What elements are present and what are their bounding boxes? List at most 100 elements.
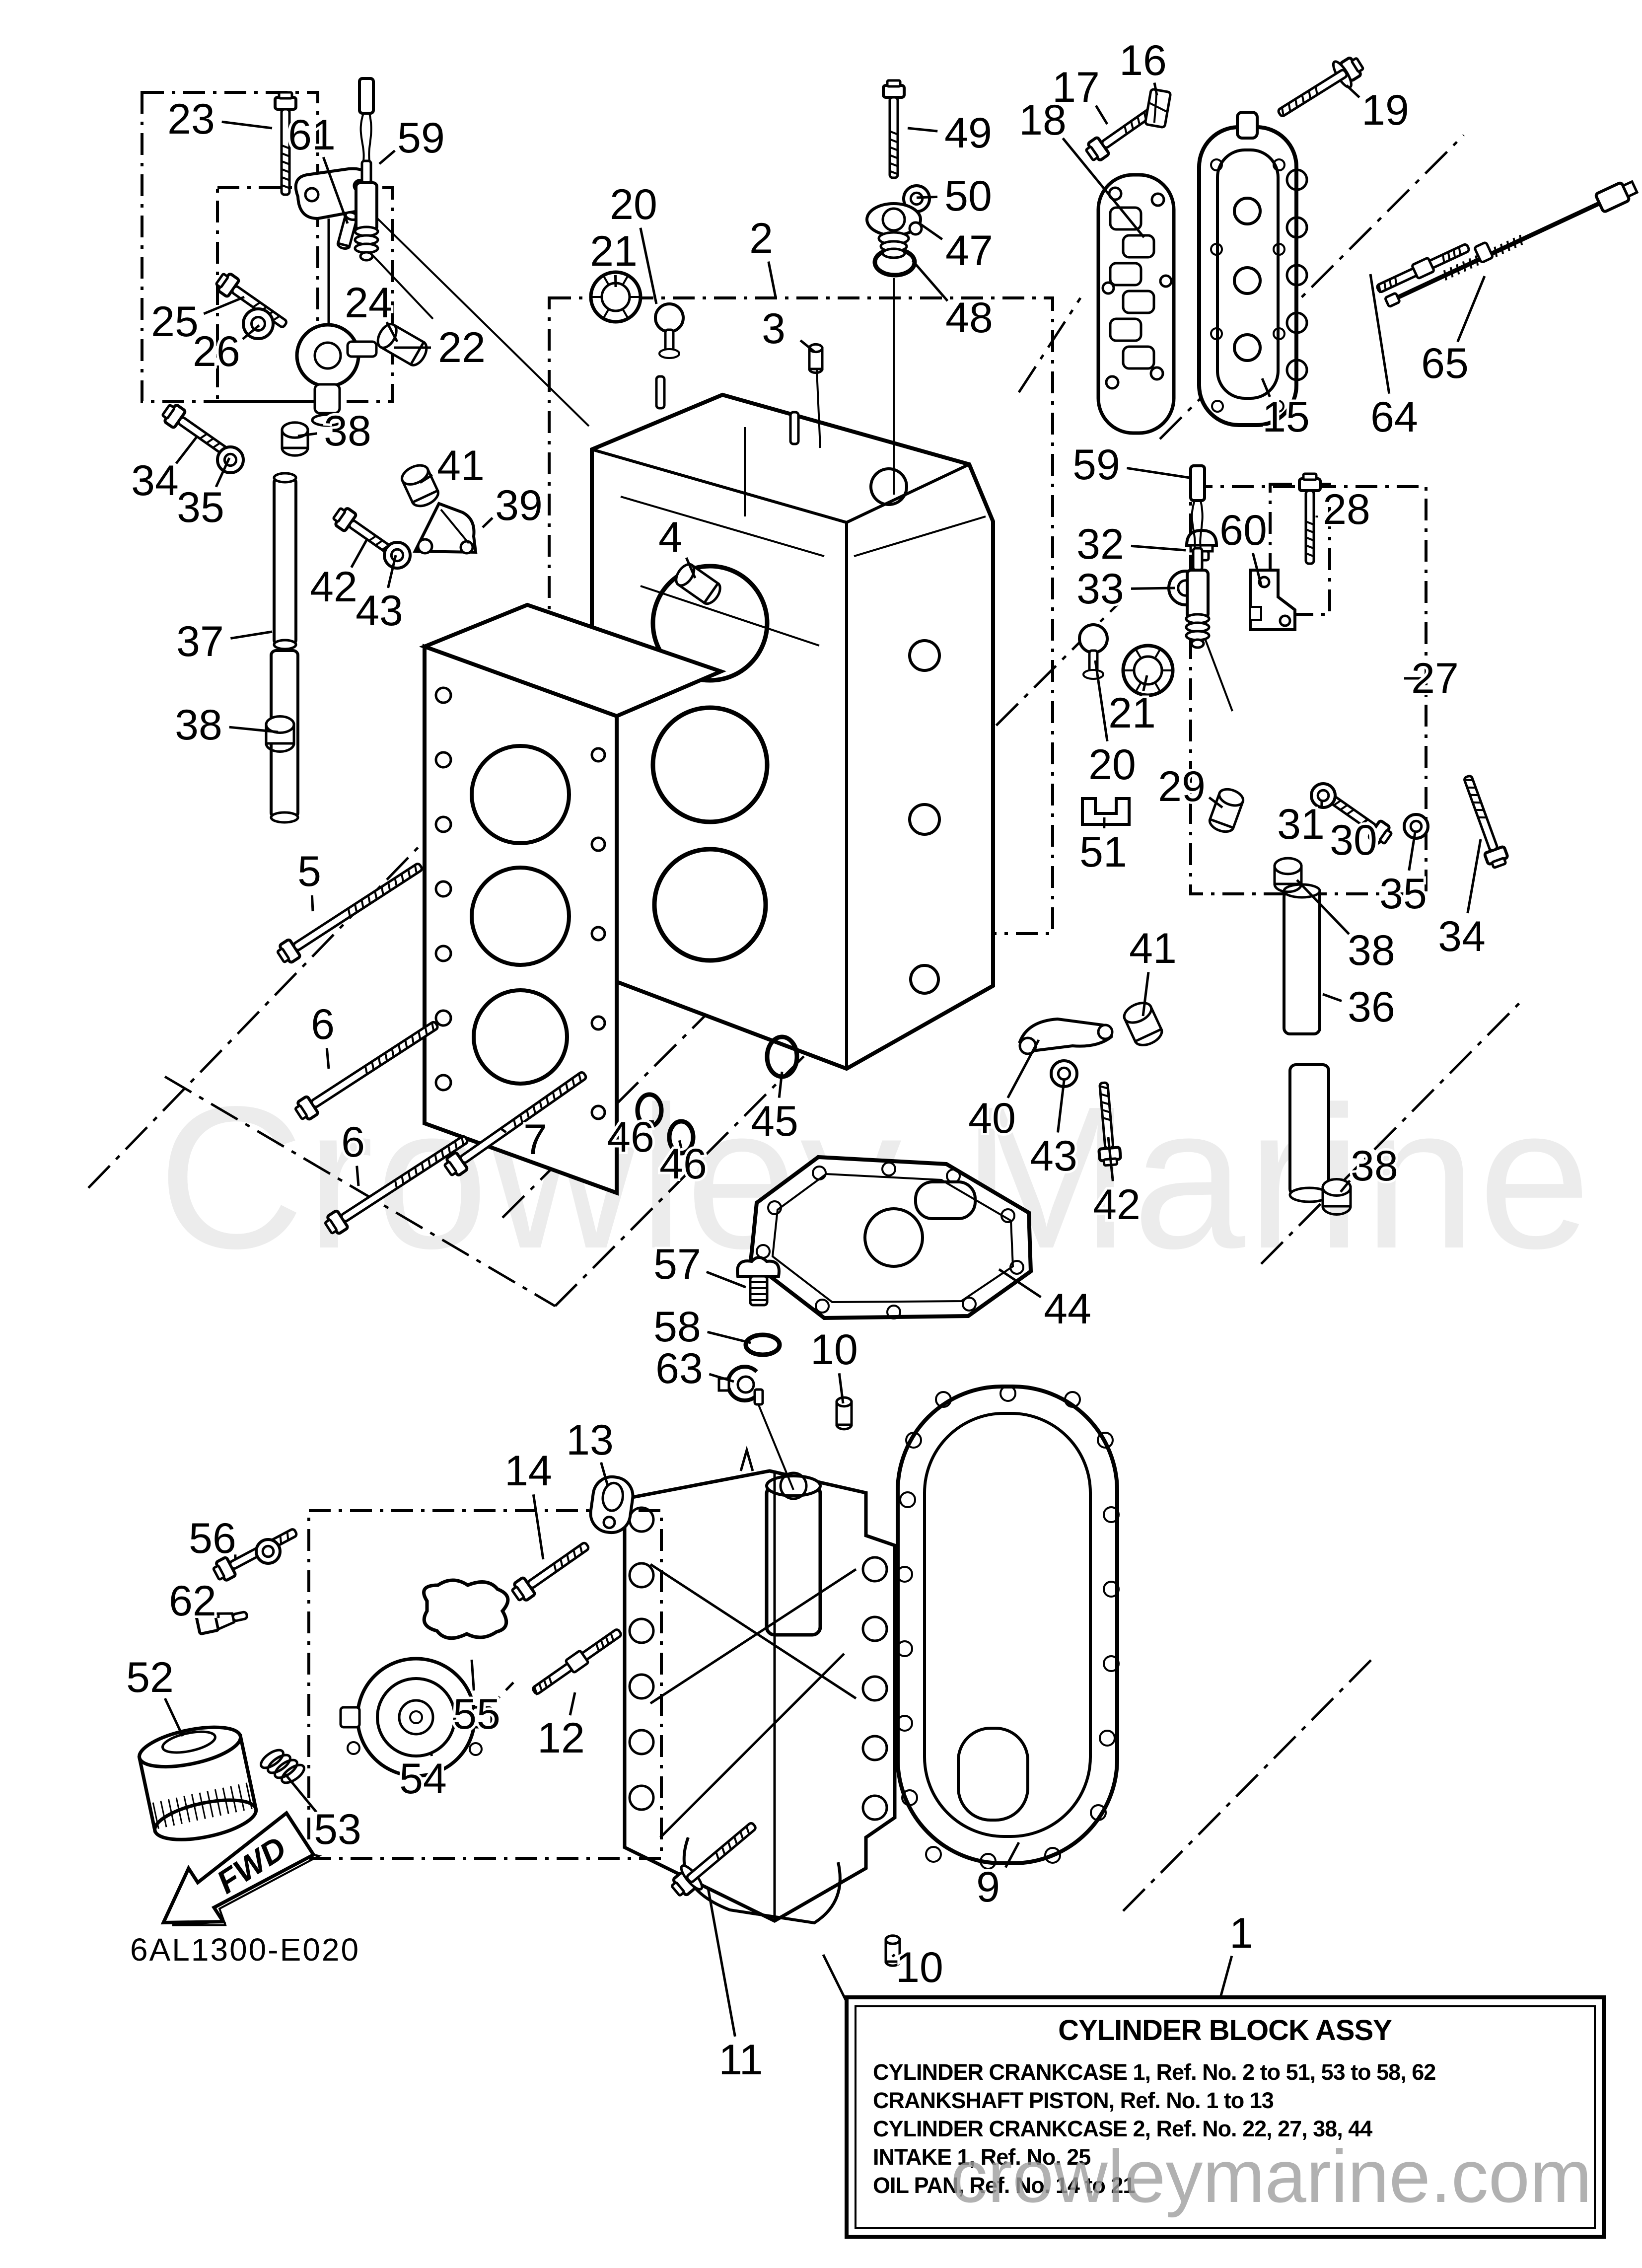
diagram-shape (212, 441, 221, 449)
callout-leader-42 (1107, 1137, 1114, 1181)
bolt-glyph (274, 91, 297, 196)
oil-seal-glyph (589, 270, 643, 324)
callout-leader-37 (230, 630, 273, 640)
callout-62-label: 62 (169, 1577, 216, 1625)
diagram-shape (440, 509, 470, 544)
diagram-shape (231, 1610, 248, 1622)
callout-46-label: 46 (659, 1140, 707, 1188)
part-line (754, 1395, 794, 1490)
part-outline (1097, 1432, 1114, 1449)
diagram-shape (1154, 650, 1161, 658)
callout-51-label: 51 (1079, 828, 1127, 876)
callout-leader-38 (229, 726, 279, 733)
diagram-shape (367, 894, 371, 905)
diagram-shape (1218, 788, 1245, 807)
part-line (649, 1568, 857, 1705)
washer-glyph (216, 445, 245, 474)
diagram-shape (1208, 818, 1235, 833)
washer-glyph (255, 1538, 282, 1565)
diagram-shape (733, 1835, 738, 1845)
part-outline (1273, 327, 1285, 340)
callout-leader-52 (164, 1697, 184, 1737)
callout-leader-10 (838, 1373, 845, 1404)
diagram-shape (600, 1639, 605, 1649)
part-outline (470, 866, 571, 967)
diagram-shape (1351, 57, 1364, 73)
part-outline (590, 747, 606, 763)
part-outline (313, 341, 342, 370)
callout-30-label: 30 (1330, 816, 1377, 864)
callout-leader-38 (1340, 1179, 1351, 1193)
axis-line (1017, 297, 1082, 393)
table-row: CRANKSHAFT PISTON, Ref. No. 1 to 13 (873, 2088, 1274, 2113)
callout-leader-38 (297, 432, 317, 438)
diagram-shape (359, 251, 374, 262)
diagram-shape (1101, 1108, 1111, 1113)
callout-leader-54 (429, 1752, 433, 1756)
part-outline (590, 1015, 606, 1031)
axis-line (87, 556, 700, 1189)
part-outline (591, 448, 970, 524)
callout-leader-43 (1057, 1080, 1066, 1133)
callout-leader-58 (707, 1330, 751, 1344)
part-outline (650, 564, 770, 683)
diagram-shape (1477, 816, 1488, 819)
callout-leader-26 (242, 324, 260, 340)
diagram-shape (414, 864, 418, 875)
diagram-shape (274, 1758, 298, 1779)
diagram-shape (1384, 292, 1401, 308)
diagram-shape (1447, 251, 1451, 261)
diagram-shape (1462, 261, 1466, 272)
callout-21-label: 21 (1108, 689, 1156, 737)
diagram-shape (414, 1166, 418, 1176)
callout-leader-45 (778, 1071, 784, 1098)
axis-line (1122, 1654, 1377, 1912)
part-outline (748, 1155, 1033, 1320)
part-outline (765, 1474, 822, 1497)
callout-leader-29 (1208, 796, 1223, 808)
callout-leader-15 (1261, 378, 1271, 398)
diagram-shape (1153, 92, 1158, 123)
callout-33-label: 33 (1076, 565, 1124, 613)
callout-leader-46 (648, 1120, 654, 1123)
water-pump-glyph (339, 1657, 493, 1778)
diagram-shape (347, 907, 352, 918)
diagram-shape (281, 184, 290, 190)
callout-leader-6 (325, 1048, 330, 1069)
diagram-shape (1191, 500, 1204, 549)
diagram-shape (704, 582, 721, 605)
thermo-sensor-glyph (1185, 464, 1211, 649)
diagram-shape (469, 1742, 483, 1756)
diagram-shape (889, 154, 899, 159)
callout-12-label: 12 (537, 1714, 585, 1762)
callout-19-label: 19 (1361, 86, 1409, 134)
callout-leader-48 (912, 260, 949, 302)
diagram-shape (886, 79, 902, 88)
angle-bracket-glyph (1249, 569, 1296, 631)
diagram-shape (622, 309, 629, 318)
diagram-shape (422, 1578, 510, 1640)
diagram-shape (222, 1787, 229, 1814)
part-outline (1273, 158, 1285, 171)
part-outline (1122, 234, 1155, 259)
callout-46-label: 46 (607, 1113, 654, 1161)
diagram-shape (215, 273, 229, 289)
callout-leader-57 (706, 1270, 746, 1289)
table-title: CYLINDER BLOCK ASSY (1058, 2014, 1392, 2047)
part-line (620, 496, 825, 557)
bolt-glyph (276, 863, 423, 964)
callout-leader-65 (1456, 276, 1486, 343)
part-outline (1273, 243, 1285, 256)
callout-38-label: 38 (175, 701, 222, 749)
diagram-shape (207, 1791, 214, 1818)
diagram-shape (749, 1275, 769, 1307)
diagram-shape (1154, 682, 1161, 691)
diagram-shape (1346, 808, 1355, 816)
stud-glyph (532, 1628, 622, 1695)
part-outline (273, 472, 297, 484)
diagram-shape (1449, 267, 1454, 278)
diagram-shape (658, 348, 680, 359)
part-line (640, 585, 820, 647)
part-outline (779, 1471, 808, 1500)
callout-17-label: 17 (1052, 64, 1100, 111)
